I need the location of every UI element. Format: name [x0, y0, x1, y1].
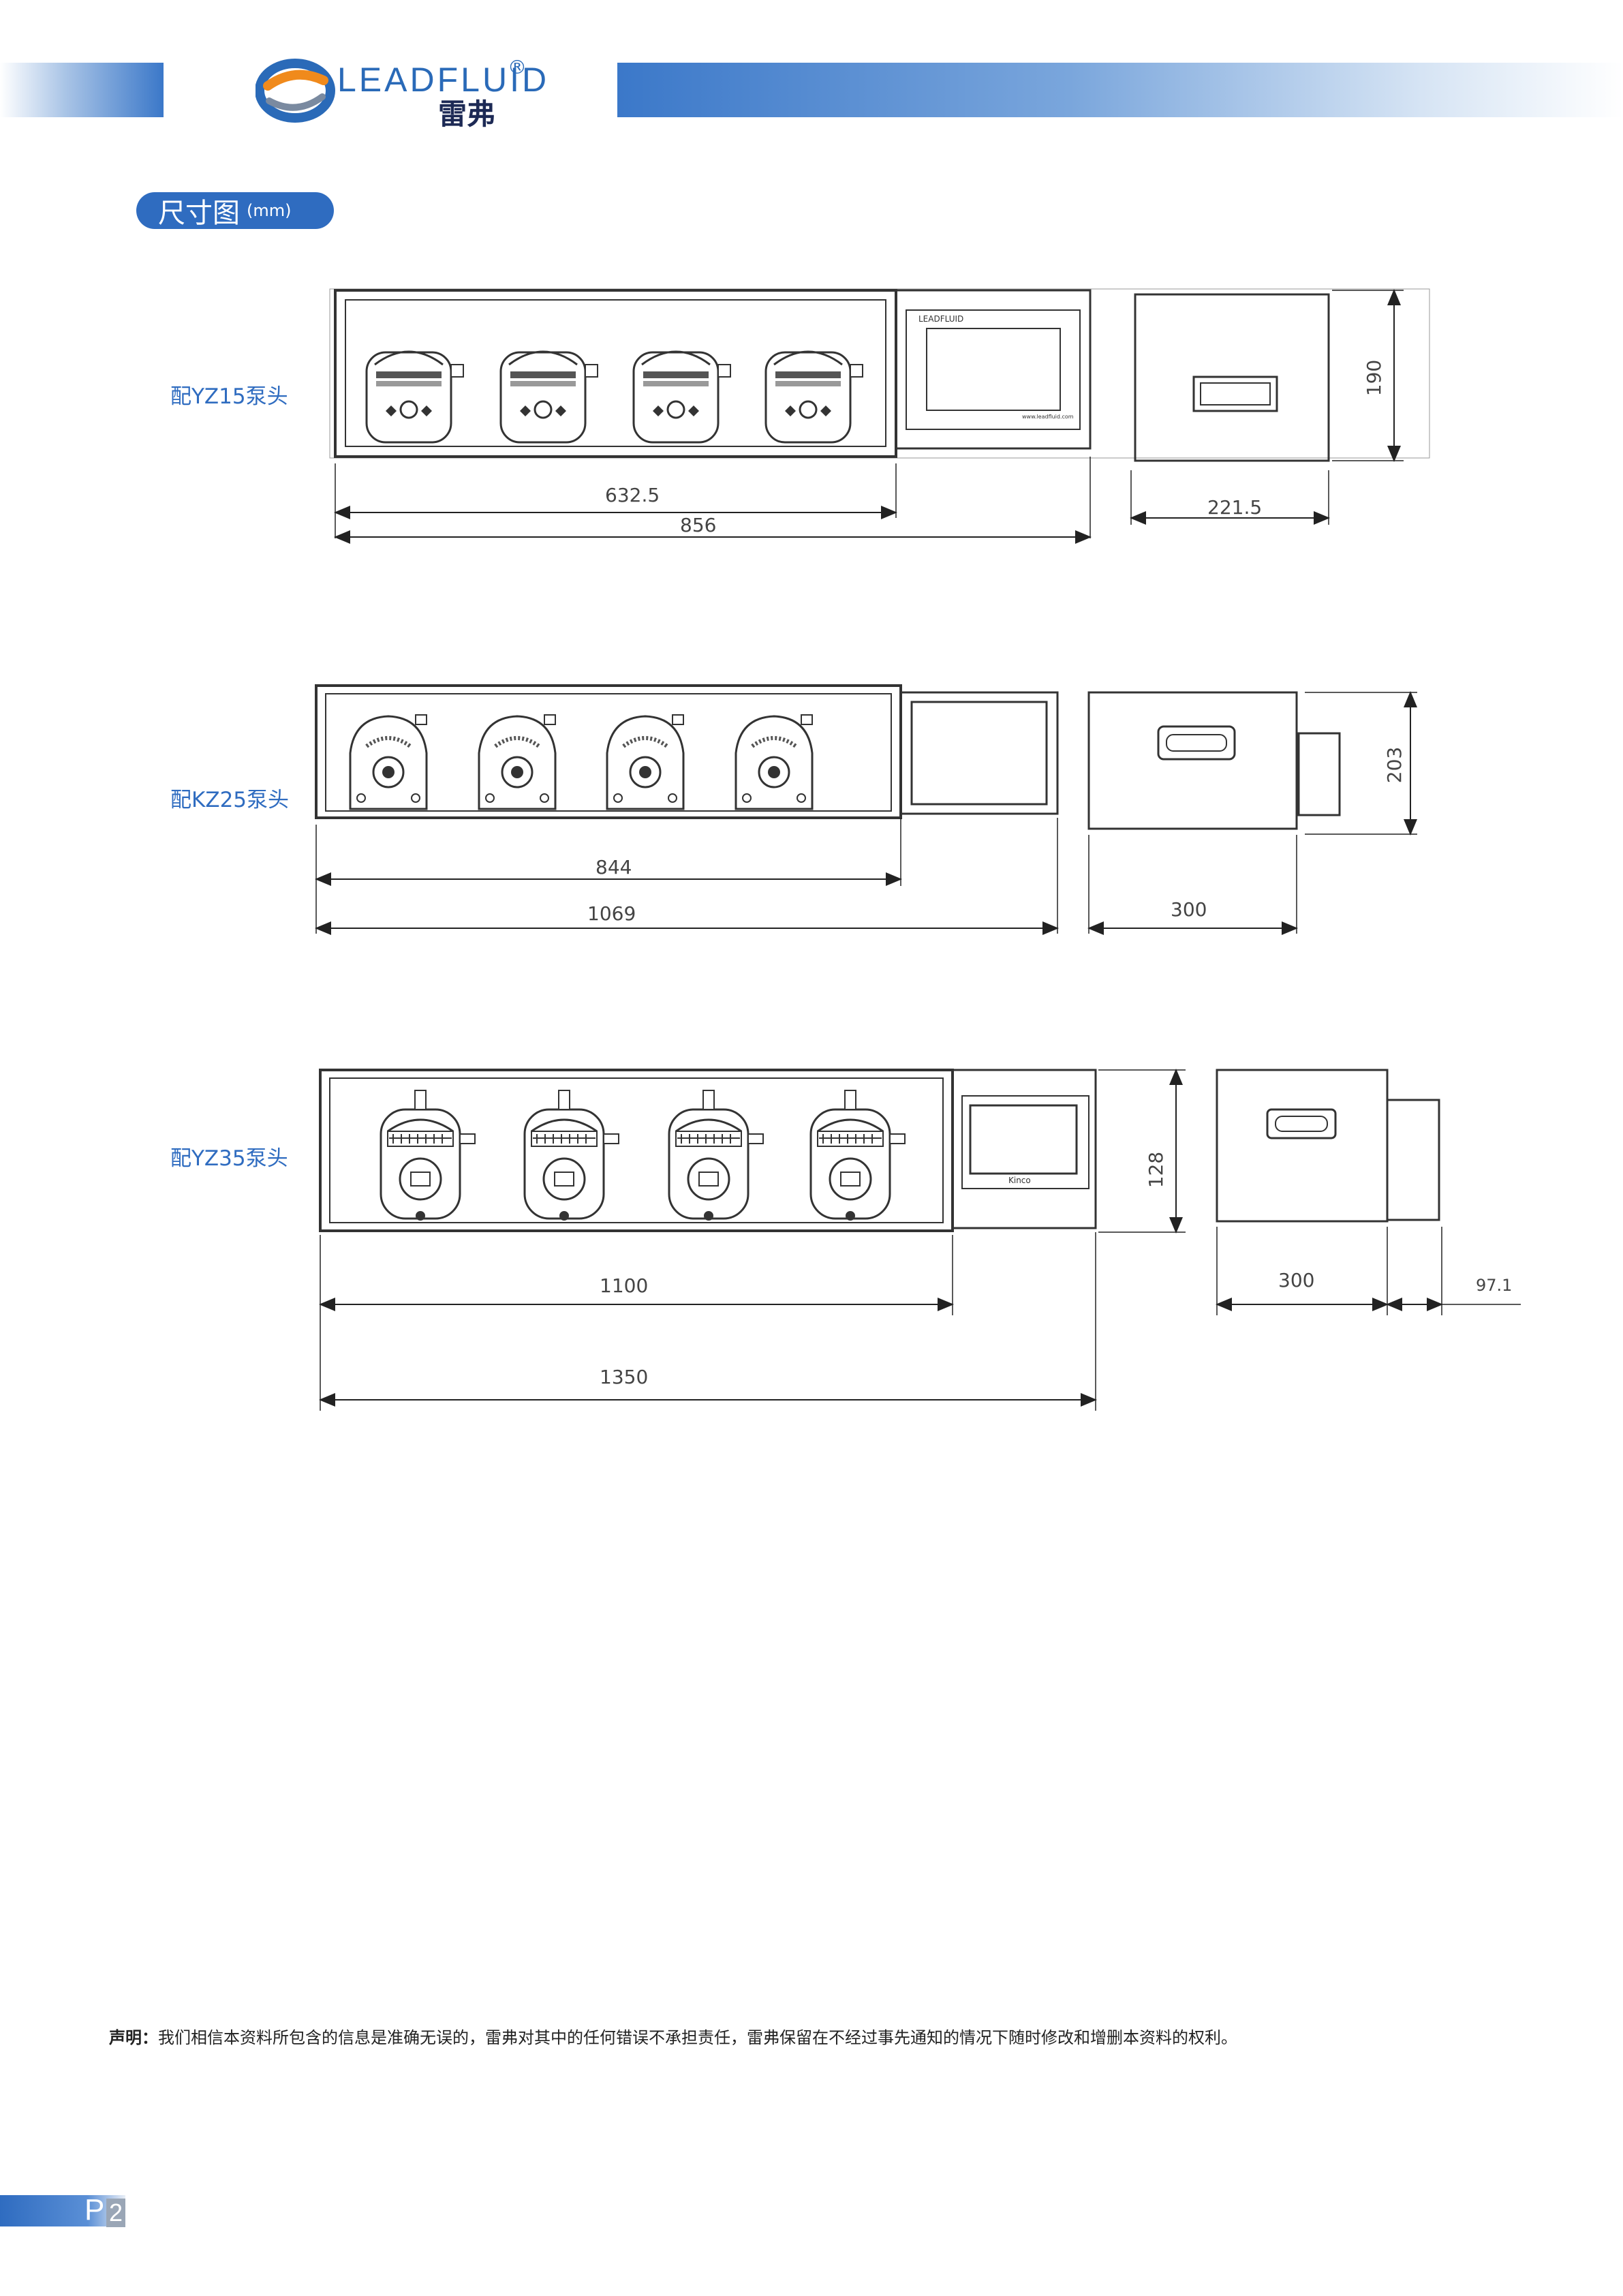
dim-yz35-height: 128 — [1145, 1151, 1168, 1189]
dim-yz35-extra: 97.1 — [1476, 1276, 1513, 1295]
registered-mark: ® — [508, 56, 527, 78]
dim-kz25-inner-width: 844 — [596, 856, 632, 878]
disclaimer-text: 我们相信本资料所包含的信息是准确无误的，雷弗对其中的任何错误不承担责任，雷弗保留… — [158, 2028, 1237, 2047]
dim-kz25-total-width: 1069 — [587, 902, 636, 925]
page-number-bar — [0, 2195, 125, 2226]
dim-yz15-depth: 221.5 — [1207, 496, 1263, 519]
brand-name-en: LEADFLUID — [337, 61, 550, 99]
header-gradient-right — [617, 63, 1623, 117]
page-number: 2 — [106, 2199, 126, 2227]
disclaimer: 声明：我们相信本资料所包含的信息是准确无误的，雷弗对其中的任何错误不承担责任，雷… — [109, 2024, 1237, 2048]
brand-logo: LEADFLUID ® 雷弗 — [255, 53, 546, 131]
section-title: 尺寸图 (mm) — [136, 192, 334, 229]
brand-swirl-icon — [255, 59, 335, 123]
header-gradient-left — [0, 63, 164, 117]
drawing-label-yz35: 配YZ35泵头 — [170, 1146, 288, 1171]
dim-yz15-inner-width: 632.5 — [605, 484, 660, 506]
dim-yz35-depth: 300 — [1278, 1269, 1315, 1291]
dim-yz15-total-width: 856 — [680, 514, 717, 536]
drawing-label-yz15: 配YZ15泵头 — [170, 384, 288, 409]
dim-yz15-height: 190 — [1363, 359, 1386, 397]
section-title-unit: (mm) — [247, 201, 292, 220]
dim-kz25-depth: 300 — [1171, 898, 1207, 921]
dim-yz35-inner-width: 1100 — [600, 1274, 649, 1297]
dim-yz35-total-width: 1350 — [600, 1366, 649, 1388]
page-prefix: P — [84, 2193, 105, 2226]
panel-brand-yz15: LEADFLUID — [918, 314, 963, 324]
dim-kz25-height: 203 — [1383, 746, 1406, 784]
disclaimer-label: 声明： — [109, 2028, 158, 2047]
panel-url-yz15: www.leadfluid.com — [1022, 414, 1074, 420]
section-title-text: 尺寸图 — [158, 198, 240, 229]
panel-brand-yz35: Kinco — [1008, 1176, 1031, 1185]
drawing-label-kz25: 配KZ25泵头 — [170, 788, 290, 812]
brand-name-cn: 雷弗 — [438, 97, 496, 131]
